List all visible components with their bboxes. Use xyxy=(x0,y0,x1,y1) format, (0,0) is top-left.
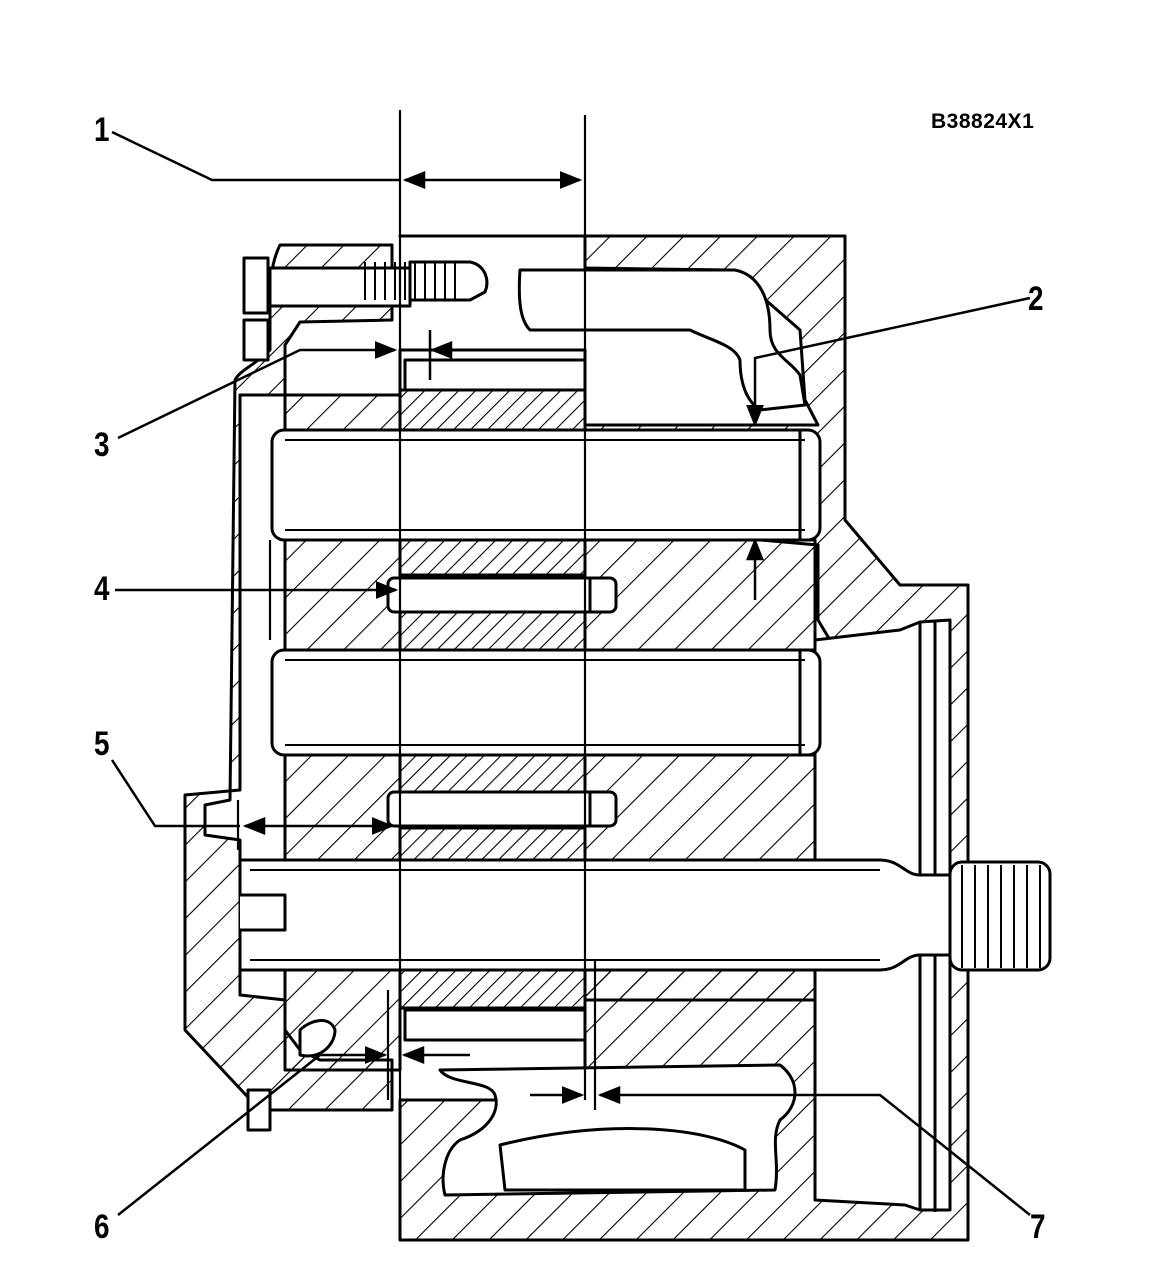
dowel-pins xyxy=(386,576,618,828)
callout-5: 5 xyxy=(94,725,110,763)
callout-3: 3 xyxy=(94,426,110,464)
cover-bolt xyxy=(268,260,489,308)
leader-lines xyxy=(110,130,1031,1216)
callout-4: 4 xyxy=(94,570,110,608)
drive-shaft xyxy=(238,858,1052,972)
callout-7: 7 xyxy=(1030,1208,1046,1246)
rear-cover xyxy=(183,243,394,1132)
callout-6: 6 xyxy=(94,1208,110,1246)
upper-port xyxy=(403,358,587,392)
upper-cavity xyxy=(517,268,807,412)
lower-port xyxy=(403,1008,587,1042)
callout-2: 2 xyxy=(1028,280,1044,318)
callout-1: 1 xyxy=(94,111,110,149)
figure-id: B38824X1 xyxy=(931,110,1035,133)
middle-gear-shaft xyxy=(270,648,822,757)
upper-gear-shaft xyxy=(270,428,822,542)
